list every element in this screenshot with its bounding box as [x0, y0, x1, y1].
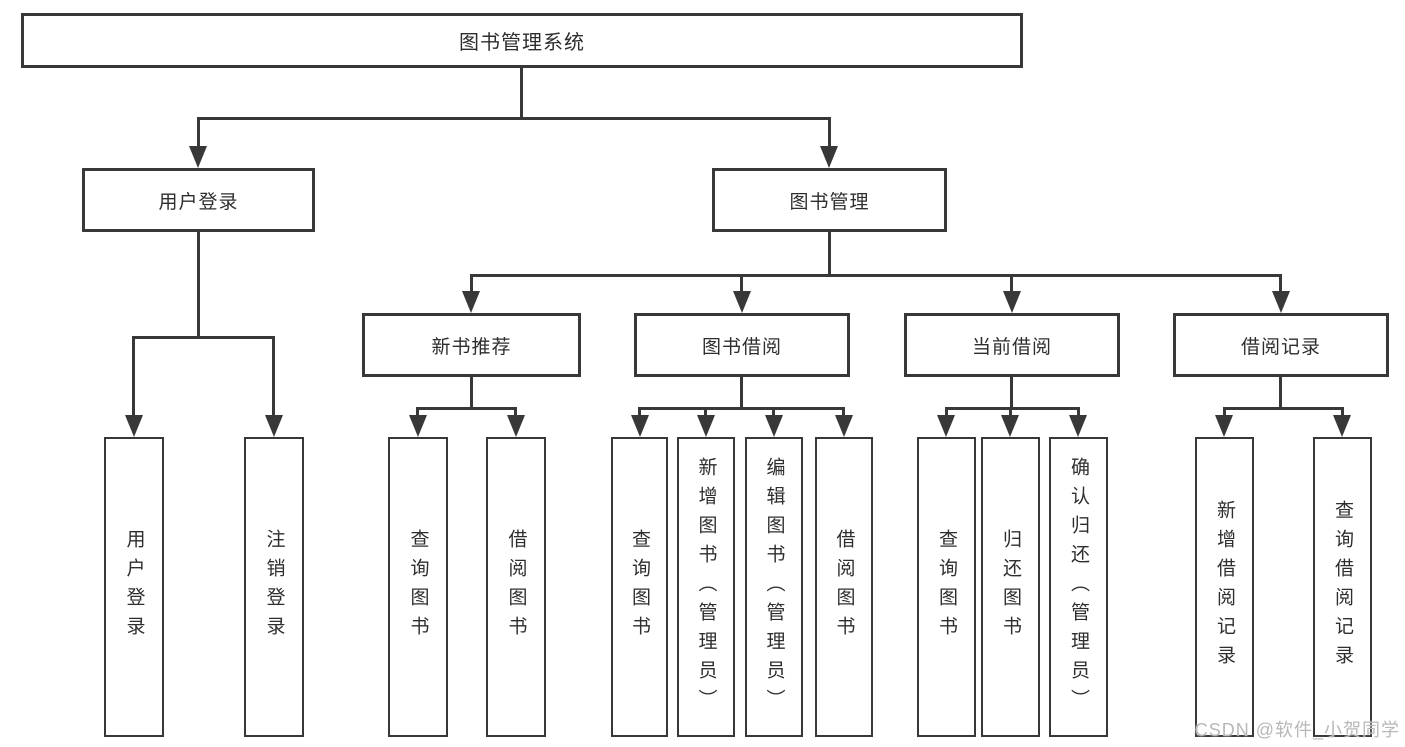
- arrowhead: [835, 415, 853, 437]
- leaf-borrow-query: 查询图书: [611, 437, 668, 737]
- node-user-login: 用户登录: [82, 168, 315, 232]
- arrowhead-user-login: [189, 146, 207, 168]
- arrowhead: [937, 415, 955, 437]
- leaf-borrow-book: 借阅图书: [815, 437, 873, 737]
- connector-drop: [1223, 407, 1226, 415]
- connector-userlogin-hline: [132, 336, 275, 339]
- connector-drop-book-borrow: [740, 274, 743, 291]
- connector-bookborrow-stem: [740, 377, 743, 407]
- arrowhead: [409, 415, 427, 437]
- arrowhead-book-mgmt: [820, 146, 838, 168]
- connector-drop-new-book: [470, 274, 473, 291]
- leaf-confirm-return-admin: 确认归还（管理员）: [1049, 437, 1108, 737]
- leaf-label: 确认归还（管理员）: [1068, 456, 1089, 718]
- connector-drop-current-borrow: [1010, 274, 1013, 291]
- leaf-label: 借阅图书: [505, 529, 527, 645]
- connector-drop: [842, 407, 845, 415]
- leaf-label: 注销登录: [263, 529, 285, 645]
- leaf-borrow-add-admin: 新增图书（管理员）: [677, 437, 735, 737]
- node-label: 当前借阅: [971, 336, 1052, 358]
- arrowhead: [697, 415, 715, 437]
- leaf-label: 归还图书: [1000, 529, 1021, 645]
- leaf-newbook-query: 查询图书: [388, 437, 448, 737]
- connector-drop: [945, 407, 948, 415]
- csdn-watermark: CSDN @软件_小贺同学: [1194, 720, 1400, 740]
- node-label: 借阅记录: [1240, 336, 1321, 358]
- arrowhead: [765, 415, 783, 437]
- leaf-current-query: 查询图书: [917, 437, 976, 737]
- connector-drop: [638, 407, 641, 415]
- leaf-record-add: 新增借阅记录: [1195, 437, 1254, 737]
- leaf-logout: 注销登录: [244, 437, 304, 737]
- node-label: 图书管理系统: [459, 32, 585, 54]
- arrowhead: [1215, 415, 1233, 437]
- leaf-label: 用户登录: [123, 529, 145, 645]
- arrowhead: [1001, 415, 1019, 437]
- connector-drop: [416, 407, 419, 415]
- node-label: 新书推荐: [431, 336, 512, 358]
- arrowhead-new-book: [462, 291, 480, 313]
- connector-root-stem: [520, 68, 523, 117]
- connector-l1-hline: [197, 117, 831, 120]
- connector-drop: [1341, 407, 1344, 415]
- leaf-user-login: 用户登录: [104, 437, 164, 737]
- connector-drop-leaf-login: [132, 336, 135, 415]
- node-new-book-recommend: 新书推荐: [362, 313, 581, 377]
- leaf-label: 借阅图书: [833, 529, 855, 645]
- connector-drop: [1009, 407, 1012, 415]
- leaf-label: 新增借阅记录: [1214, 500, 1235, 674]
- connector-bookborrow-hline: [638, 407, 845, 410]
- leaf-return-book: 归还图书: [981, 437, 1040, 737]
- leaf-record-query: 查询借阅记录: [1313, 437, 1372, 737]
- arrowhead: [631, 415, 649, 437]
- connector-borrowrecord-stem: [1279, 377, 1282, 407]
- connector-drop: [704, 407, 707, 415]
- arrowhead: [507, 415, 525, 437]
- connector-drop: [772, 407, 775, 415]
- connector-drop-book-mgmt: [828, 117, 831, 146]
- connector-newbook-hline: [416, 407, 517, 410]
- arrowhead-leaf-logout: [265, 415, 283, 437]
- arrowhead: [1333, 415, 1351, 437]
- connector-drop-borrow-record: [1279, 274, 1282, 291]
- node-book-borrow: 图书借阅: [634, 313, 850, 377]
- connector-l3-hline: [470, 274, 1282, 277]
- leaf-label: 查询图书: [936, 529, 957, 645]
- arrowhead: [1069, 415, 1087, 437]
- leaf-label: 查询图书: [629, 529, 650, 645]
- node-label: 图书借阅: [701, 336, 782, 358]
- leaf-borrow-edit-admin: 编辑图书（管理员）: [745, 437, 803, 737]
- connector-drop-leaf-logout: [272, 336, 275, 415]
- node-system-root: 图书管理系统: [21, 13, 1023, 68]
- arrowhead-borrow-record: [1272, 291, 1290, 313]
- connector-drop: [514, 407, 517, 415]
- connector-borrowrecord-hline: [1223, 407, 1344, 410]
- leaf-newbook-borrow: 借阅图书: [486, 437, 546, 737]
- arrowhead-book-borrow: [733, 291, 751, 313]
- connector-drop-user-login: [197, 117, 200, 146]
- node-label: 用户登录: [158, 191, 239, 213]
- connector-drop: [1077, 407, 1080, 415]
- node-current-borrow: 当前借阅: [904, 313, 1120, 377]
- connector-currentborrow-hline: [945, 407, 1080, 410]
- connector-currentborrow-stem: [1010, 377, 1013, 407]
- connector-userlogin-stem: [197, 232, 200, 336]
- connector-bookmgmt-stem: [828, 232, 831, 274]
- node-label: 图书管理: [789, 191, 870, 213]
- leaf-label: 查询借阅记录: [1332, 500, 1353, 674]
- arrowhead-current-borrow: [1003, 291, 1021, 313]
- leaf-label: 新增图书（管理员）: [695, 456, 717, 718]
- node-borrow-record: 借阅记录: [1173, 313, 1389, 377]
- leaf-label: 查询图书: [407, 529, 429, 645]
- node-book-management: 图书管理: [712, 168, 947, 232]
- arrowhead-leaf-login: [125, 415, 143, 437]
- leaf-label: 编辑图书（管理员）: [763, 456, 785, 718]
- connector-newbook-stem: [470, 377, 473, 407]
